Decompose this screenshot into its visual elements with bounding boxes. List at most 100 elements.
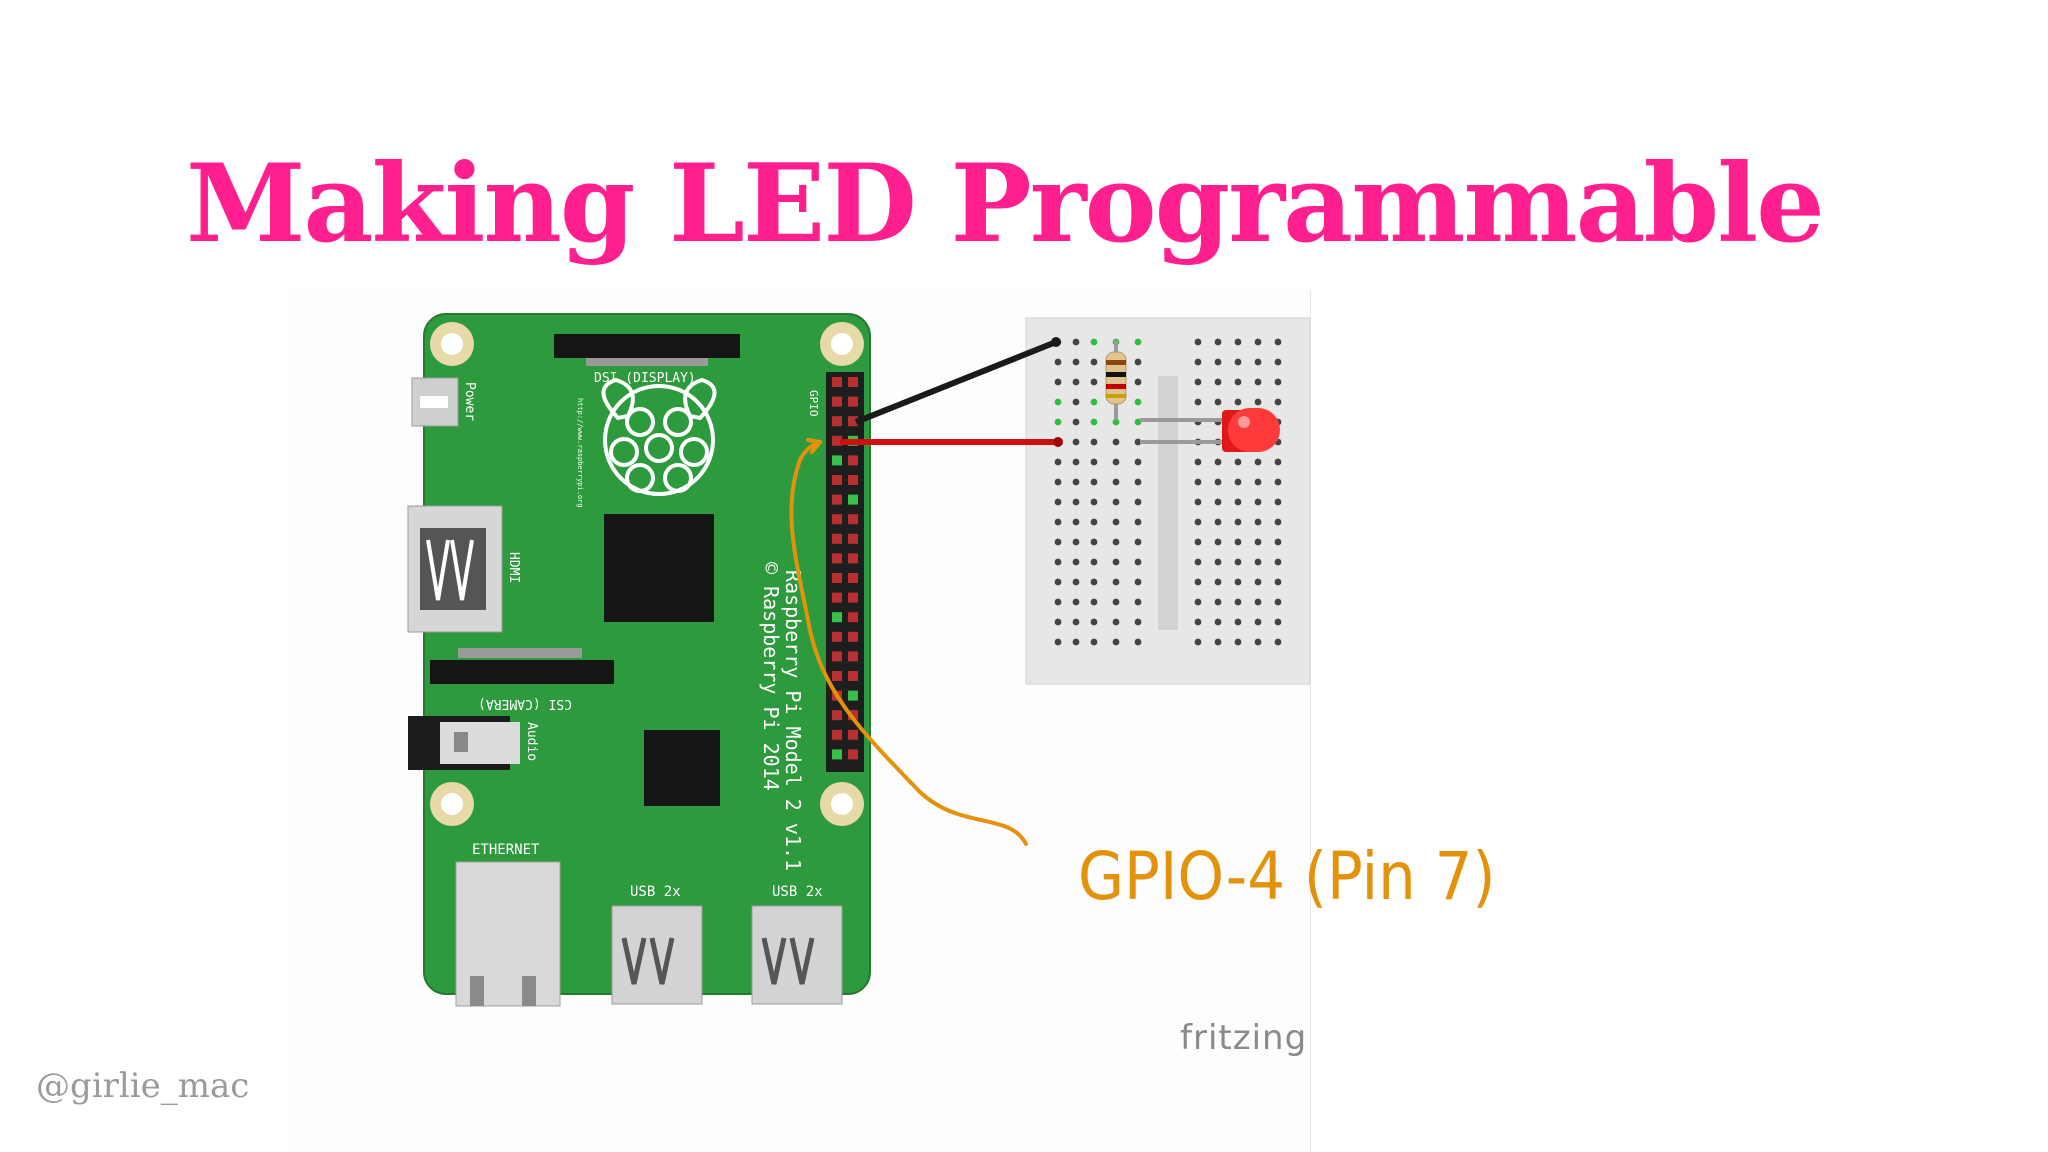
gpio-pin[interactable] [848, 553, 858, 564]
gpio-pin[interactable] [848, 416, 858, 427]
breadboard-hole [1090, 538, 1098, 546]
gpio-pin[interactable] [848, 651, 858, 662]
gpio-pin[interactable] [832, 729, 842, 740]
breadboard-hole [1054, 458, 1062, 466]
breadboard-hole [1054, 498, 1062, 506]
breadboard-hole [1194, 358, 1202, 366]
breadboard-hole [1072, 518, 1080, 526]
breadboard-hole [1072, 498, 1080, 506]
breadboard-hole [1194, 458, 1202, 466]
gpio-pin[interactable] [832, 671, 842, 681]
gpio-pin[interactable] [848, 612, 858, 623]
breadboard-hole [1254, 398, 1262, 406]
gpio-pin[interactable] [832, 651, 842, 662]
gpio-pin[interactable] [832, 416, 842, 427]
breadboard-hole [1112, 598, 1120, 606]
gpio-pin[interactable] [848, 573, 858, 583]
raspberry-logo [601, 377, 717, 496]
gpio-pin[interactable] [832, 612, 842, 623]
soc-chip [604, 514, 714, 622]
gpio-pin[interactable] [832, 553, 842, 564]
breadboard-hole [1274, 398, 1282, 406]
breadboard-hole [1112, 438, 1120, 446]
breadboard-hole [1234, 538, 1242, 546]
breadboard-hole [1134, 438, 1142, 446]
gpio-pin[interactable] [832, 377, 842, 387]
raspberry-pi-board: DSI (DISPLAY) Power http://www.raspberry… [407, 313, 871, 1007]
breadboard-hole [1234, 458, 1242, 466]
breadboard-hole [1214, 398, 1222, 406]
hdmi-port [407, 505, 503, 633]
gpio-pin[interactable] [848, 729, 858, 740]
breadboard-hole [1054, 578, 1062, 586]
breadboard-hole [1134, 458, 1142, 466]
breadboard-hole [1072, 358, 1080, 366]
gpio-pin[interactable] [832, 749, 842, 760]
breadboard-hole [1054, 378, 1062, 386]
slide-title: Making LED Programmable [186, 141, 1825, 267]
breadboard-hole [1214, 498, 1222, 506]
gpio-pin[interactable] [848, 514, 858, 525]
gpio-pin[interactable] [832, 573, 842, 583]
gpio-pin[interactable] [848, 749, 858, 760]
gpio-pin[interactable] [848, 631, 858, 642]
breadboard-hole [1090, 518, 1098, 526]
gpio-pin[interactable] [832, 514, 842, 525]
breadboard-hole [1090, 438, 1098, 446]
gpio-pin[interactable] [848, 377, 858, 387]
gpio-pin[interactable] [848, 475, 858, 485]
gpio-pin[interactable] [832, 455, 842, 466]
breadboard-hole [1134, 598, 1142, 606]
gpio-pin[interactable] [848, 455, 858, 466]
gpio-pin[interactable] [832, 396, 842, 407]
gpio-pin[interactable] [832, 592, 842, 603]
breadboard-hole [1090, 498, 1098, 506]
usb-port-left [611, 905, 703, 1005]
breadboard-hole [1134, 518, 1142, 526]
breadboard-hole [1194, 538, 1202, 546]
gpio-pin[interactable] [848, 671, 858, 681]
gpio-pin[interactable] [848, 396, 858, 407]
gpio-pin[interactable] [848, 690, 858, 701]
breadboard-hole [1214, 618, 1222, 626]
resistor [1105, 340, 1127, 420]
gpio-pin[interactable] [832, 435, 842, 446]
breadboard-hole [1194, 638, 1202, 646]
gpio-pin[interactable] [848, 592, 858, 603]
gpio-pin[interactable] [848, 533, 858, 544]
breadboard-hole [1112, 478, 1120, 486]
ethernet-label: ETHERNET [472, 842, 540, 858]
breadboard-hole [1054, 418, 1062, 426]
breadboard-hole [1090, 578, 1098, 586]
breadboard-hole [1254, 458, 1262, 466]
gpio-pin[interactable] [832, 710, 842, 721]
breadboard-hole [1254, 498, 1262, 506]
gpio-header[interactable] [826, 372, 864, 772]
breadboard-hole [1194, 478, 1202, 486]
breadboard-hole [1274, 558, 1282, 566]
url-label: http://www.raspberrypi.org [576, 398, 584, 508]
breadboard-hole [1254, 558, 1262, 566]
breadboard-hole [1054, 598, 1062, 606]
gpio-pin[interactable] [832, 475, 842, 485]
breadboard-hole [1090, 558, 1098, 566]
breadboard-hole [1234, 578, 1242, 586]
breadboard-hole [1234, 638, 1242, 646]
breadboard-hole [1090, 598, 1098, 606]
gpio-pin[interactable] [832, 631, 842, 642]
breadboard-hole [1214, 598, 1222, 606]
breadboard-hole [1054, 558, 1062, 566]
breadboard-hole [1112, 618, 1120, 626]
gpio-pin[interactable] [832, 494, 842, 505]
black-wire [854, 339, 1058, 425]
author-handle: @girlie_mac [36, 1066, 250, 1106]
breadboard-hole [1254, 518, 1262, 526]
breadboard-hole [1134, 398, 1142, 406]
gpio-pin[interactable] [848, 494, 858, 505]
gpio-pin[interactable] [832, 533, 842, 544]
usb-port-right [751, 905, 843, 1005]
ethernet-port [455, 861, 561, 1007]
csi-connector [430, 648, 614, 684]
breadboard-hole [1214, 338, 1222, 346]
